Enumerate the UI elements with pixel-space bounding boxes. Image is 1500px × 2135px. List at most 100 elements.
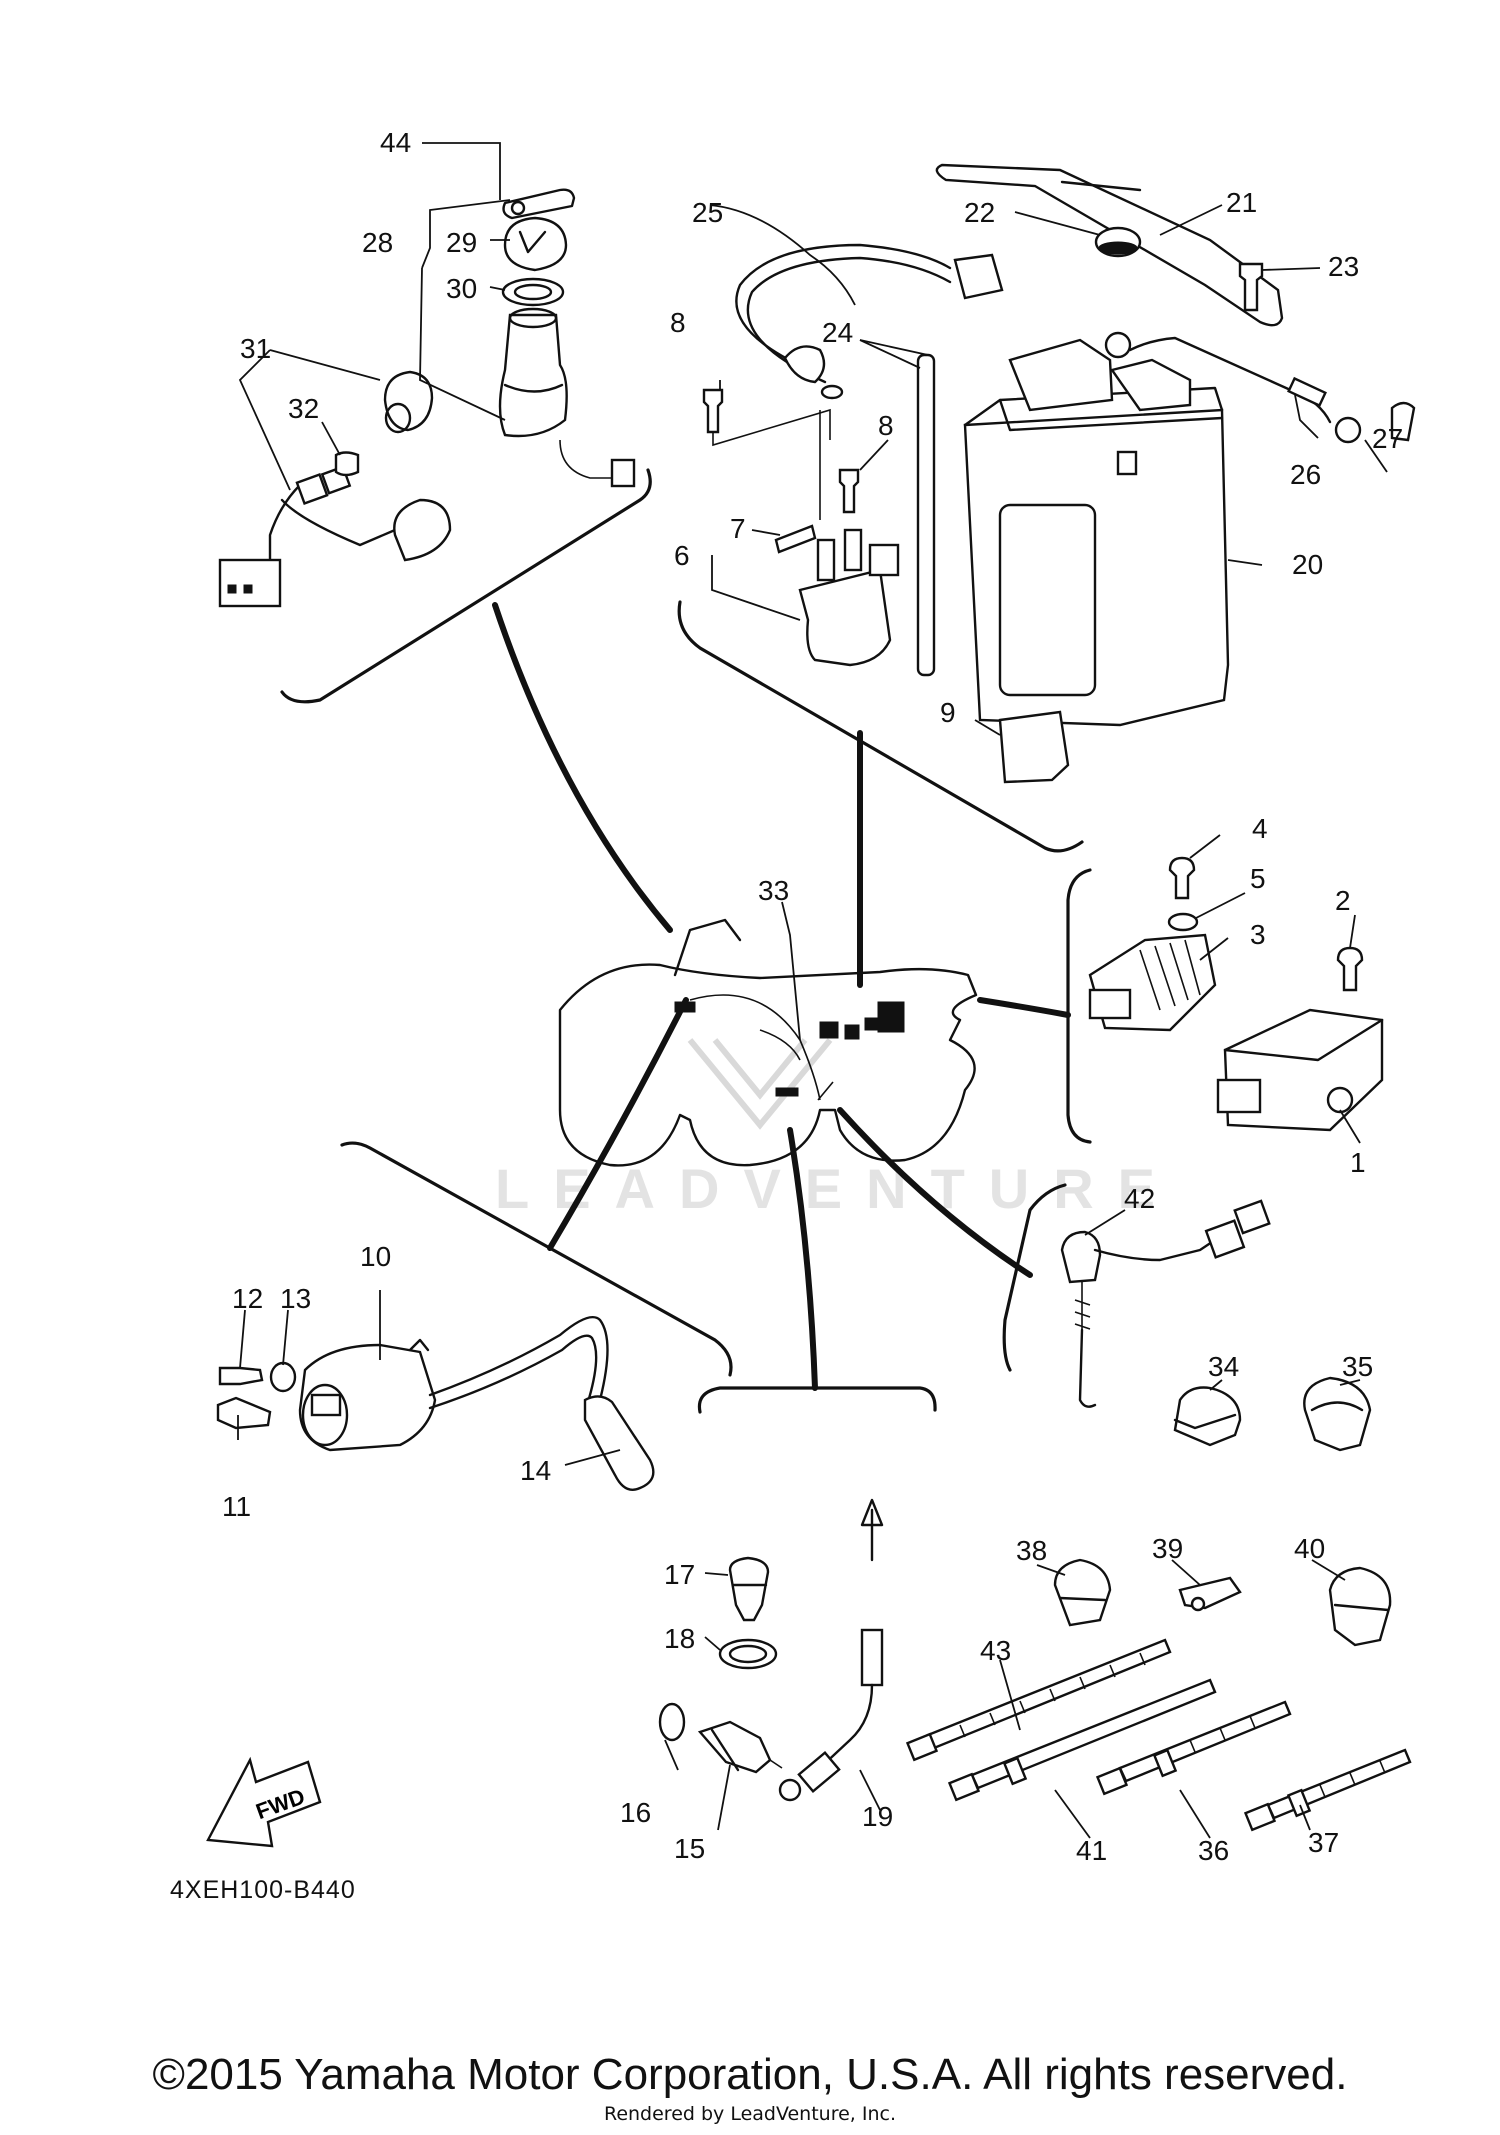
callout-2: 2 bbox=[1335, 885, 1351, 916]
callout-28: 28 bbox=[362, 227, 393, 258]
cdi-unit-icon bbox=[1223, 1008, 1384, 1132]
washer-icon bbox=[269, 1361, 297, 1393]
callout-5: 5 bbox=[1250, 863, 1266, 894]
bolt-icon bbox=[702, 388, 724, 434]
fuse-icon bbox=[774, 524, 817, 554]
clamp-icon bbox=[1173, 1386, 1242, 1447]
clamp-icon bbox=[1303, 1376, 1372, 1452]
callout-26: 26 bbox=[1290, 459, 1321, 490]
callout-19: 19 bbox=[862, 1801, 893, 1832]
rectifier-cdi-group bbox=[1088, 856, 1384, 1132]
plug-cap-icon bbox=[583, 1395, 655, 1492]
callout-7: 7 bbox=[730, 513, 746, 544]
callout-4: 4 bbox=[1252, 813, 1268, 844]
bolt-icon bbox=[1238, 262, 1264, 312]
bolt-icon bbox=[218, 1366, 264, 1386]
callout-6: 6 bbox=[674, 540, 690, 571]
bolt-icon bbox=[216, 1396, 272, 1430]
callout-32: 32 bbox=[288, 393, 319, 424]
callout-24: 24 bbox=[822, 317, 853, 348]
callout-40: 40 bbox=[1294, 1533, 1325, 1564]
watermark-text: LEADVENTURE bbox=[495, 1157, 1179, 1220]
cable-tie-icon bbox=[1243, 1748, 1412, 1832]
fwd-arrow: FWD bbox=[206, 1756, 322, 1848]
callout-27: 27 bbox=[1372, 423, 1403, 454]
gasket-icon bbox=[718, 1638, 778, 1670]
callout-35: 35 bbox=[1342, 1351, 1373, 1382]
callout-8b: 8 bbox=[878, 410, 894, 441]
neutral-switch-icon bbox=[1060, 1230, 1102, 1284]
callout-41: 41 bbox=[1076, 1835, 1107, 1866]
vehicle-silhouette bbox=[558, 918, 978, 1167]
callout-10: 10 bbox=[360, 1241, 391, 1272]
callout-3: 3 bbox=[1250, 919, 1266, 950]
callout-37: 37 bbox=[1308, 1827, 1339, 1858]
battery-icon bbox=[963, 408, 1230, 727]
callout-31: 31 bbox=[240, 333, 271, 364]
callout-23: 23 bbox=[1328, 251, 1359, 282]
washer-icon bbox=[1167, 912, 1199, 932]
key-icon bbox=[502, 188, 576, 220]
callout-14: 14 bbox=[520, 1455, 551, 1486]
watermark: LEADVENTURE bbox=[495, 1038, 1179, 1220]
callout-42: 42 bbox=[1124, 1183, 1155, 1214]
plug-lead-icon bbox=[428, 1315, 609, 1402]
main-switch-icon bbox=[498, 313, 568, 438]
callout-25: 25 bbox=[692, 197, 723, 228]
callout-20: 20 bbox=[1292, 549, 1323, 580]
callout-11: 11 bbox=[222, 1491, 251, 1522]
callout-44: 44 bbox=[380, 127, 411, 158]
callout-9: 9 bbox=[940, 697, 956, 728]
starter-relay-icon bbox=[798, 568, 892, 667]
callout-29: 29 bbox=[446, 227, 477, 258]
callout-15: 15 bbox=[674, 1833, 705, 1864]
callout-39: 39 bbox=[1152, 1533, 1183, 1564]
thermo-group bbox=[658, 1498, 884, 1802]
negative-cable-icon bbox=[1128, 336, 1332, 424]
cable-tie-icon bbox=[947, 1678, 1217, 1802]
callout-22: 22 bbox=[964, 197, 995, 228]
clips-group bbox=[1053, 1376, 1392, 1647]
main-switch-group bbox=[218, 188, 636, 608]
callout-numbers: 1 2 3 4 5 6 7 8 8 9 10 11 12 13 14 15 16… bbox=[222, 127, 1403, 1866]
relay-icon bbox=[998, 710, 1070, 784]
cable-ties-group bbox=[905, 1638, 1412, 1832]
bolt-icon bbox=[1336, 946, 1364, 992]
callout-38: 38 bbox=[1016, 1535, 1047, 1566]
callout-21: 21 bbox=[1226, 187, 1257, 218]
leader-lines bbox=[237, 142, 1388, 1839]
battery-cable-icon bbox=[735, 243, 952, 372]
diagram-code: 4XEH100-B440 bbox=[170, 1876, 356, 1904]
clip-icon bbox=[1390, 401, 1416, 442]
callout-1: 1 bbox=[1350, 1147, 1366, 1178]
lead-icon bbox=[860, 1498, 884, 1562]
bolt-icon bbox=[1168, 856, 1196, 900]
neutral-switch-group bbox=[1060, 1199, 1271, 1408]
callout-17: 17 bbox=[664, 1559, 695, 1590]
group-brackets bbox=[280, 468, 1092, 1414]
clamp-icon bbox=[1053, 1558, 1112, 1627]
thermo-unit-icon bbox=[728, 1556, 770, 1622]
cable-tie-icon bbox=[1095, 1700, 1292, 1796]
bolt-icon bbox=[838, 468, 860, 514]
callout-33: 33 bbox=[758, 875, 789, 906]
callout-18: 18 bbox=[664, 1623, 695, 1654]
callout-13: 13 bbox=[280, 1283, 311, 1314]
battery-group bbox=[702, 163, 1416, 784]
copyright-notice: ©2015 Yamaha Motor Corporation, U.S.A. A… bbox=[152, 2050, 1348, 2099]
rendered-by-credit: Rendered by LeadVenture, Inc. bbox=[603, 2103, 897, 2125]
breather-hose-icon bbox=[916, 353, 936, 677]
washer-icon bbox=[658, 1702, 686, 1742]
cable-tie-icon bbox=[905, 1638, 1172, 1762]
bulb-icon bbox=[334, 451, 360, 477]
wiring-harness-icon bbox=[268, 483, 302, 562]
callout-43: 43 bbox=[980, 1635, 1011, 1666]
ignition-coil-group bbox=[216, 1315, 655, 1492]
callout-16: 16 bbox=[620, 1797, 651, 1828]
callout-34: 34 bbox=[1208, 1351, 1239, 1382]
nut-icon bbox=[501, 277, 565, 307]
callout-8a: 8 bbox=[670, 307, 686, 338]
clamp-icon bbox=[1178, 1576, 1242, 1610]
pilot-light-icon bbox=[393, 498, 452, 562]
